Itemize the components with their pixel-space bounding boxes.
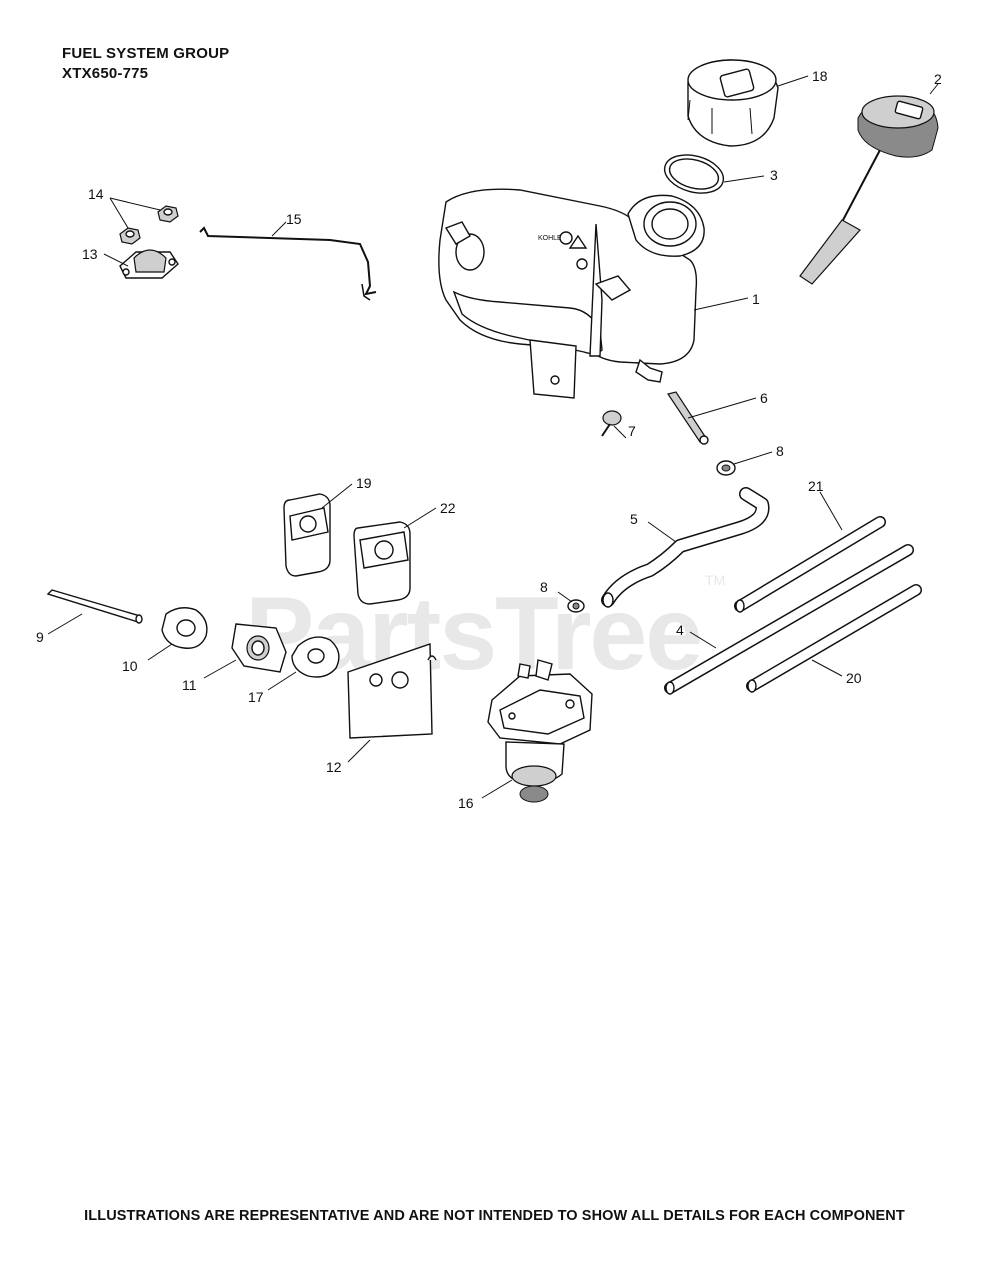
callout-18: 18 [812, 68, 828, 84]
part-2-cap-with-dipstick[interactable] [799, 95, 939, 285]
part-13-mount[interactable] [119, 249, 179, 279]
part-21-hose[interactable] [734, 516, 886, 613]
tank-brand-label: KOHLER [538, 235, 567, 242]
callout-15: 15 [286, 211, 302, 227]
part-14-nuts[interactable] [119, 205, 179, 245]
part-8-hose-clamp-lower[interactable] [567, 599, 585, 613]
part-18-fuel-cap[interactable] [687, 59, 779, 147]
callout-14: 14 [88, 186, 104, 202]
callout-11: 11 [182, 677, 197, 693]
model-range: XTX650-775 [62, 65, 149, 82]
callout-1: 1 [752, 291, 760, 307]
part-4-hose[interactable] [664, 544, 914, 695]
part-10-gasket[interactable] [161, 607, 208, 649]
callout-21: 21 [808, 478, 824, 494]
callout-6: 6 [760, 390, 768, 406]
callout-22: 22 [440, 500, 456, 516]
watermark-tm: TM [705, 572, 726, 589]
part-12-heat-shield[interactable] [347, 643, 437, 739]
callout-8-lower: 8 [540, 579, 548, 595]
callout-17: 17 [248, 689, 264, 705]
part-1-fuel-tank[interactable]: KOHLER [438, 188, 705, 399]
callout-7: 7 [628, 423, 636, 439]
callout-12: 12 [326, 759, 342, 775]
part-11-spacer[interactable] [231, 623, 287, 673]
callout-13: 13 [82, 246, 98, 262]
callout-3: 3 [770, 167, 778, 183]
part-6-fuel-valve[interactable] [667, 391, 709, 445]
group-title: FUEL SYSTEM GROUP [62, 45, 230, 62]
part-20-hose[interactable] [746, 584, 922, 693]
part-7-bolt[interactable] [601, 410, 622, 437]
part-16-carburetor[interactable] [487, 659, 593, 803]
part-8-hose-clamp[interactable] [716, 460, 736, 476]
part-15-link-rod[interactable] [199, 226, 377, 301]
part-5-fuel-hose[interactable] [601, 487, 770, 608]
callout-19: 19 [356, 475, 372, 491]
callout-4: 4 [676, 622, 684, 638]
callout-10: 10 [122, 658, 138, 674]
callout-8-upper: 8 [776, 443, 784, 459]
part-9-tube[interactable] [46, 589, 143, 624]
part-19-gasket-plate[interactable] [283, 493, 331, 577]
part-22-gasket-plate[interactable] [353, 521, 411, 605]
disclaimer-footer: ILLUSTRATIONS ARE REPRESENTATIVE AND ARE… [84, 1208, 905, 1224]
part-17-gasket[interactable] [291, 636, 340, 678]
callout-9: 9 [36, 629, 44, 645]
callout-16: 16 [458, 795, 474, 811]
part-3-gasket-ring[interactable] [660, 149, 727, 199]
callout-5: 5 [630, 511, 638, 527]
callout-2: 2 [934, 71, 942, 87]
diagram-title: FUEL SYSTEM GROUP XTX650-775 [62, 44, 229, 84]
callout-20: 20 [846, 670, 862, 686]
